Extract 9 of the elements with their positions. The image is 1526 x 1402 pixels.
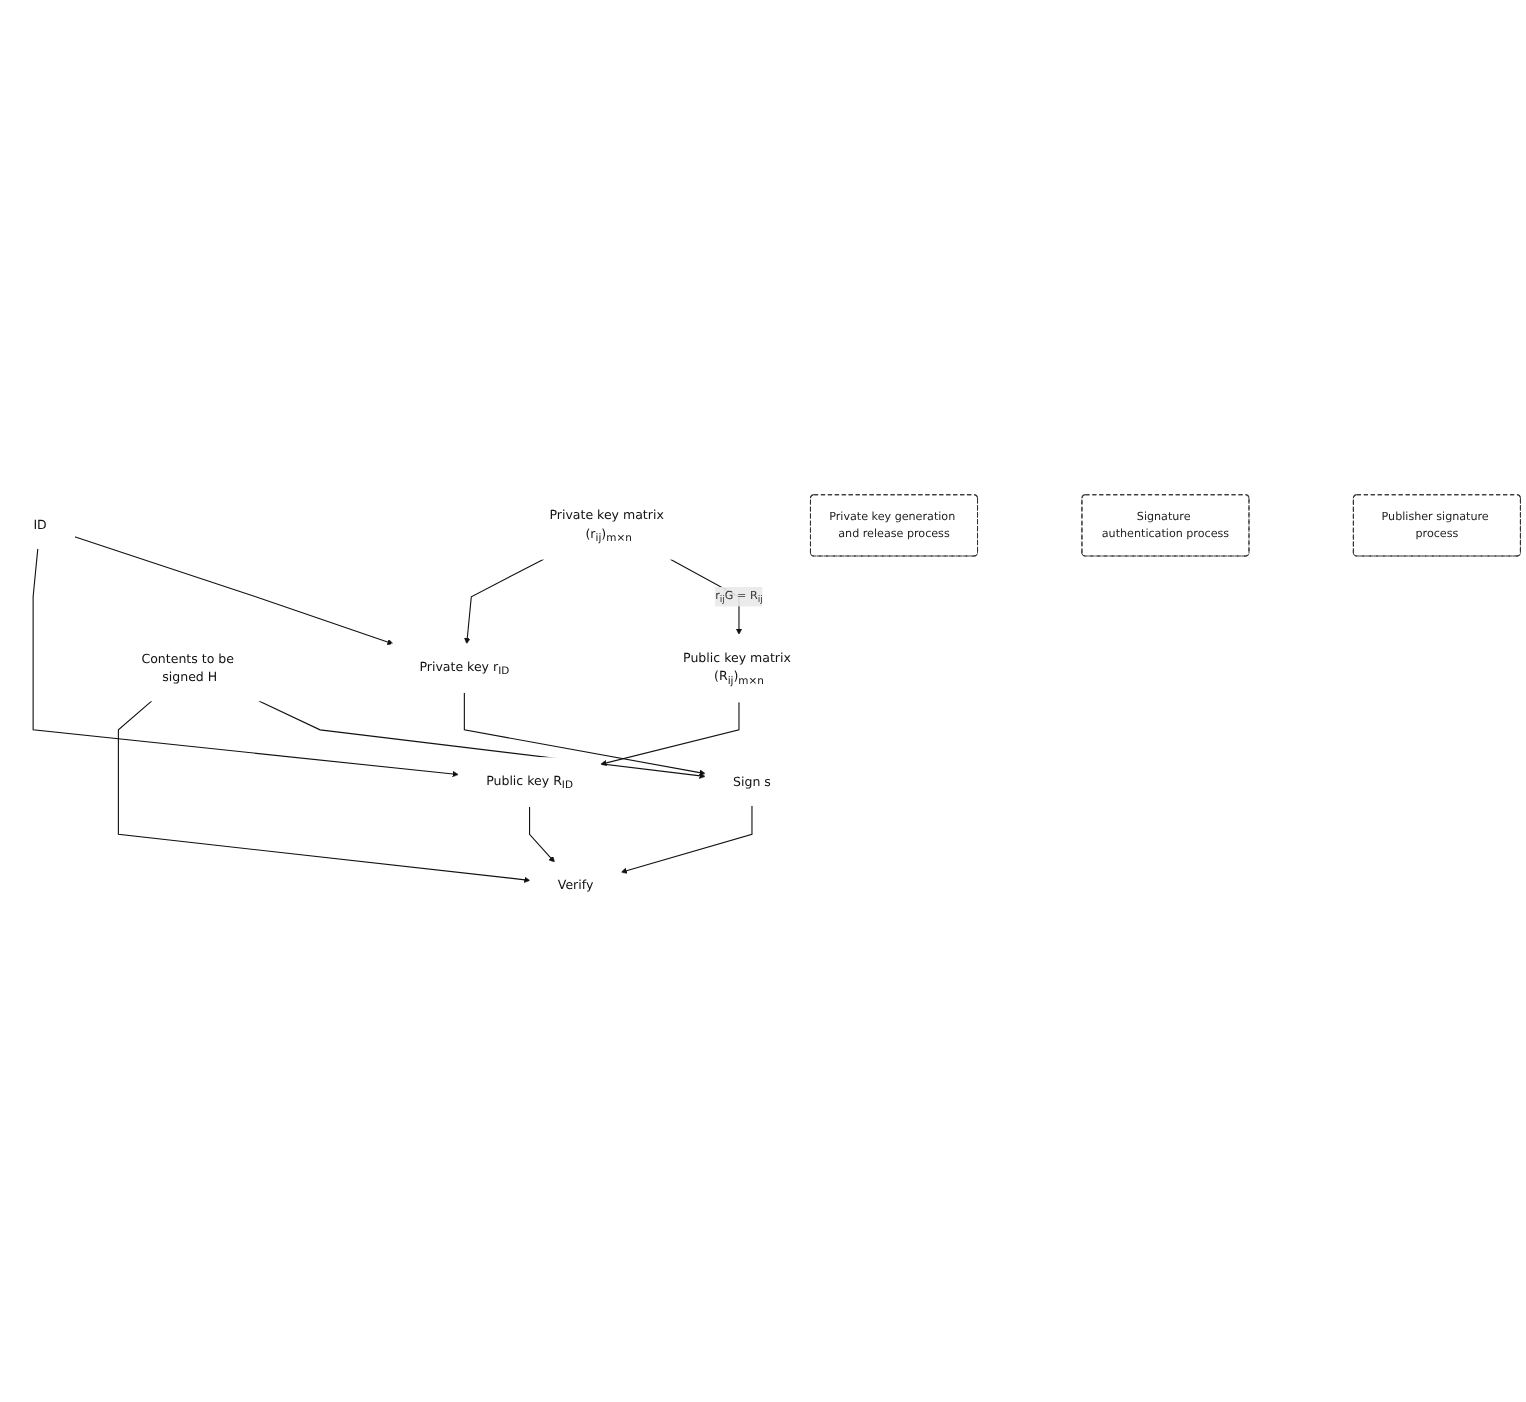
arrow	[620, 805, 753, 875]
arrow	[32, 548, 459, 778]
arrow	[600, 702, 740, 767]
arrow	[74, 537, 394, 646]
arrow	[464, 559, 545, 645]
arrow	[463, 692, 706, 777]
arrow	[117, 701, 531, 884]
arrow	[669, 559, 743, 636]
arrow	[529, 806, 555, 864]
